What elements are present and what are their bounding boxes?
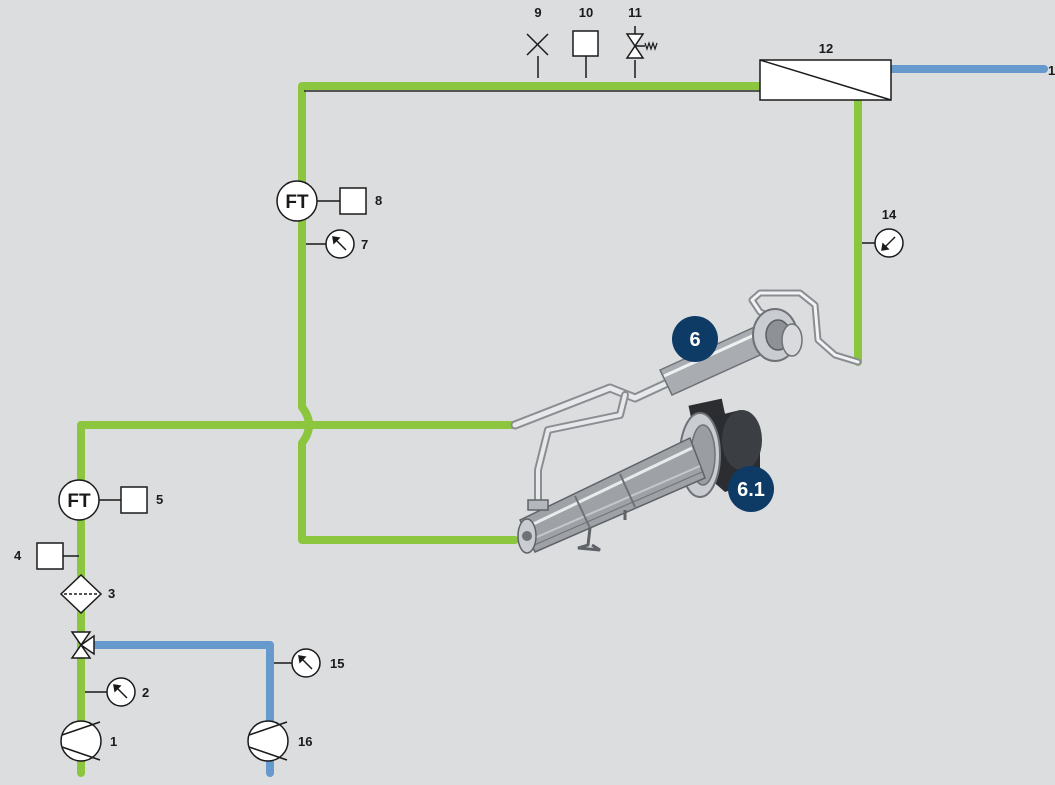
label-5: 5: [156, 492, 163, 507]
strainer-icon: [59, 573, 103, 615]
label-4: 4: [14, 548, 22, 563]
instrument-box-4-icon: [36, 542, 79, 570]
three-way-valve-icon: [70, 631, 95, 659]
label-14: 14: [882, 207, 897, 222]
label-15: 15: [330, 656, 344, 671]
label-10: 10: [579, 5, 593, 20]
safety-valve-icon: [625, 26, 658, 78]
label-7: 7: [361, 237, 368, 252]
flow-transmitter-8-icon: FT: [276, 180, 367, 222]
flow-transmitter-8-text: FT: [285, 192, 309, 213]
heat-exchanger-icon: [759, 59, 892, 101]
label-16: 16: [298, 734, 312, 749]
pressure-gauge-14-icon: [862, 228, 904, 258]
badge-6-1: 6.1: [728, 466, 774, 512]
flow-transmitter-5-icon: FT: [58, 479, 148, 521]
pump-1-icon: [60, 720, 102, 762]
flow-transmitter-5-text: FT: [67, 491, 91, 512]
pressure-gauge-7-icon: [306, 229, 355, 259]
homogenizer-6-icon: [658, 308, 803, 396]
pressure-gauge-15-icon: [274, 648, 321, 678]
badge-6: 6: [672, 316, 718, 362]
label-8: 8: [375, 193, 382, 208]
label-11: 11: [628, 5, 642, 20]
label-12: 12: [819, 41, 833, 56]
homogenizer-6-1-icon: [517, 398, 762, 554]
vent-valve-icon: [526, 33, 549, 78]
process-line-outlet: [298, 82, 764, 544]
pump-16-icon: [247, 720, 289, 762]
instrument-box-10-icon: [572, 30, 599, 78]
label-13: 1: [1048, 63, 1055, 78]
badge-6-1-label: 6.1: [737, 479, 765, 501]
pressure-gauge-2-icon: [85, 677, 136, 707]
badge-6-label: 6: [689, 329, 700, 351]
label-2: 2: [142, 685, 149, 700]
label-3: 3: [108, 586, 115, 601]
label-1: 1: [110, 734, 117, 749]
water-line-bottom: [86, 641, 274, 777]
label-9: 9: [534, 5, 541, 20]
